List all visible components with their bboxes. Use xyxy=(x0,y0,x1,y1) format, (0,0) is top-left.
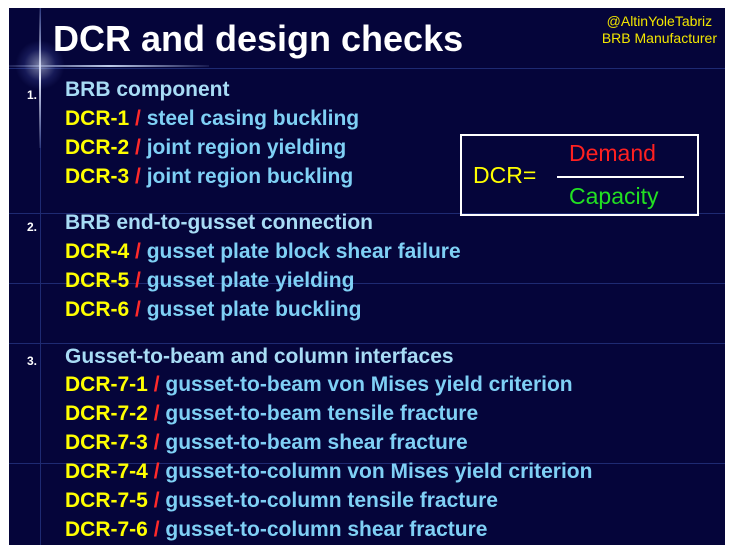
list-item: DCR-7-1 / gusset-to-beam von Mises yield… xyxy=(65,373,573,397)
separator: / xyxy=(153,518,160,541)
grid-line xyxy=(9,343,725,344)
dcr-code: DCR-7-5 xyxy=(65,489,148,512)
dcr-description: joint region yielding xyxy=(146,136,347,159)
list-item: DCR-7-2 / gusset-to-beam tensile fractur… xyxy=(65,402,478,426)
dcr-description: gusset-to-column tensile fracture xyxy=(165,489,498,512)
dcr-description: gusset-to-column shear fracture xyxy=(165,518,488,541)
dcr-description: gusset-to-beam von Mises yield criterion xyxy=(165,373,573,396)
dcr-description: gusset-to-beam shear fracture xyxy=(165,431,468,454)
section-number: 1. xyxy=(27,88,38,102)
slide-title: DCR and design checks xyxy=(53,18,464,59)
dcr-code: DCR-7-3 xyxy=(65,431,148,454)
formula-lhs: DCR= xyxy=(473,162,537,188)
separator: / xyxy=(135,298,141,321)
separator: / xyxy=(135,165,141,188)
brand-subtitle: BRB Manufacturer xyxy=(601,30,717,46)
dcr-code: DCR-6 xyxy=(65,298,130,321)
list-item: DCR-5 / gusset plate yielding xyxy=(65,269,354,293)
section-heading: Gusset-to-beam and column interfaces xyxy=(65,345,454,368)
section-heading: BRB component xyxy=(65,78,230,101)
brand-label: @AltinYoleTabriz BRB Manufacturer xyxy=(602,13,717,47)
dcr-code: DCR-3 xyxy=(65,165,130,188)
grid-line xyxy=(40,8,41,545)
list-item: DCR-7-5 / gusset-to-column tensile fract… xyxy=(65,489,498,513)
formula-denominator: Capacity xyxy=(569,183,659,209)
section-heading: BRB end-to-gusset connection xyxy=(65,211,373,234)
list-item: DCR-7-3 / gusset-to-beam shear fracture xyxy=(65,431,468,455)
dcr-description: steel casing buckling xyxy=(146,107,360,130)
separator: / xyxy=(153,460,160,483)
grid-line xyxy=(9,283,725,284)
dcr-code: DCR-5 xyxy=(65,269,130,292)
dcr-formula-box: DCR= Demand Capacity xyxy=(460,134,699,216)
separator: / xyxy=(135,107,141,130)
dcr-description: gusset plate block shear failure xyxy=(146,240,461,263)
grid-line xyxy=(9,213,725,214)
list-item: DCR-7-4 / gusset-to-column von Mises yie… xyxy=(65,460,592,484)
fraction-bar xyxy=(557,176,684,178)
dcr-code: DCR-1 xyxy=(65,107,130,130)
separator: / xyxy=(153,431,160,454)
separator: / xyxy=(135,136,141,159)
list-item: DCR-6 / gusset plate buckling xyxy=(65,298,361,322)
list-item: DCR-4 / gusset plate block shear failure xyxy=(65,240,461,264)
dcr-description: joint region buckling xyxy=(146,165,354,188)
light-flare-vertical xyxy=(39,8,41,148)
separator: / xyxy=(135,240,141,263)
grid-line xyxy=(9,68,725,69)
dcr-code: DCR-7-6 xyxy=(65,518,148,541)
list-item: DCR-1 / steel casing buckling xyxy=(65,107,359,131)
dcr-code: DCR-2 xyxy=(65,136,130,159)
separator: / xyxy=(153,489,160,512)
section-number: 3. xyxy=(27,354,38,368)
separator: / xyxy=(153,373,160,396)
formula-numerator: Demand xyxy=(569,140,656,166)
list-item: DCR-3 / joint region buckling xyxy=(65,165,353,189)
separator: / xyxy=(135,269,141,292)
list-item: DCR-7-6 / gusset-to-column shear fractur… xyxy=(65,518,487,542)
dcr-description: gusset-to-beam tensile fracture xyxy=(165,402,479,425)
dcr-description: gusset plate buckling xyxy=(146,298,362,321)
dcr-code: DCR-7-1 xyxy=(65,373,148,396)
dcr-description: gusset-to-column von Mises yield criteri… xyxy=(165,460,593,483)
slide: DCR and design checks @AltinYoleTabriz B… xyxy=(9,8,725,545)
list-item: DCR-2 / joint region yielding xyxy=(65,136,346,160)
brand-handle: @AltinYoleTabriz xyxy=(606,13,713,29)
light-flare-horizontal xyxy=(9,65,209,67)
dcr-description: gusset plate yielding xyxy=(146,269,355,292)
section-number: 2. xyxy=(27,220,38,234)
dcr-code: DCR-7-2 xyxy=(65,402,148,425)
dcr-code: DCR-7-4 xyxy=(65,460,148,483)
dcr-code: DCR-4 xyxy=(65,240,130,263)
grid-line xyxy=(9,463,725,464)
separator: / xyxy=(153,402,160,425)
